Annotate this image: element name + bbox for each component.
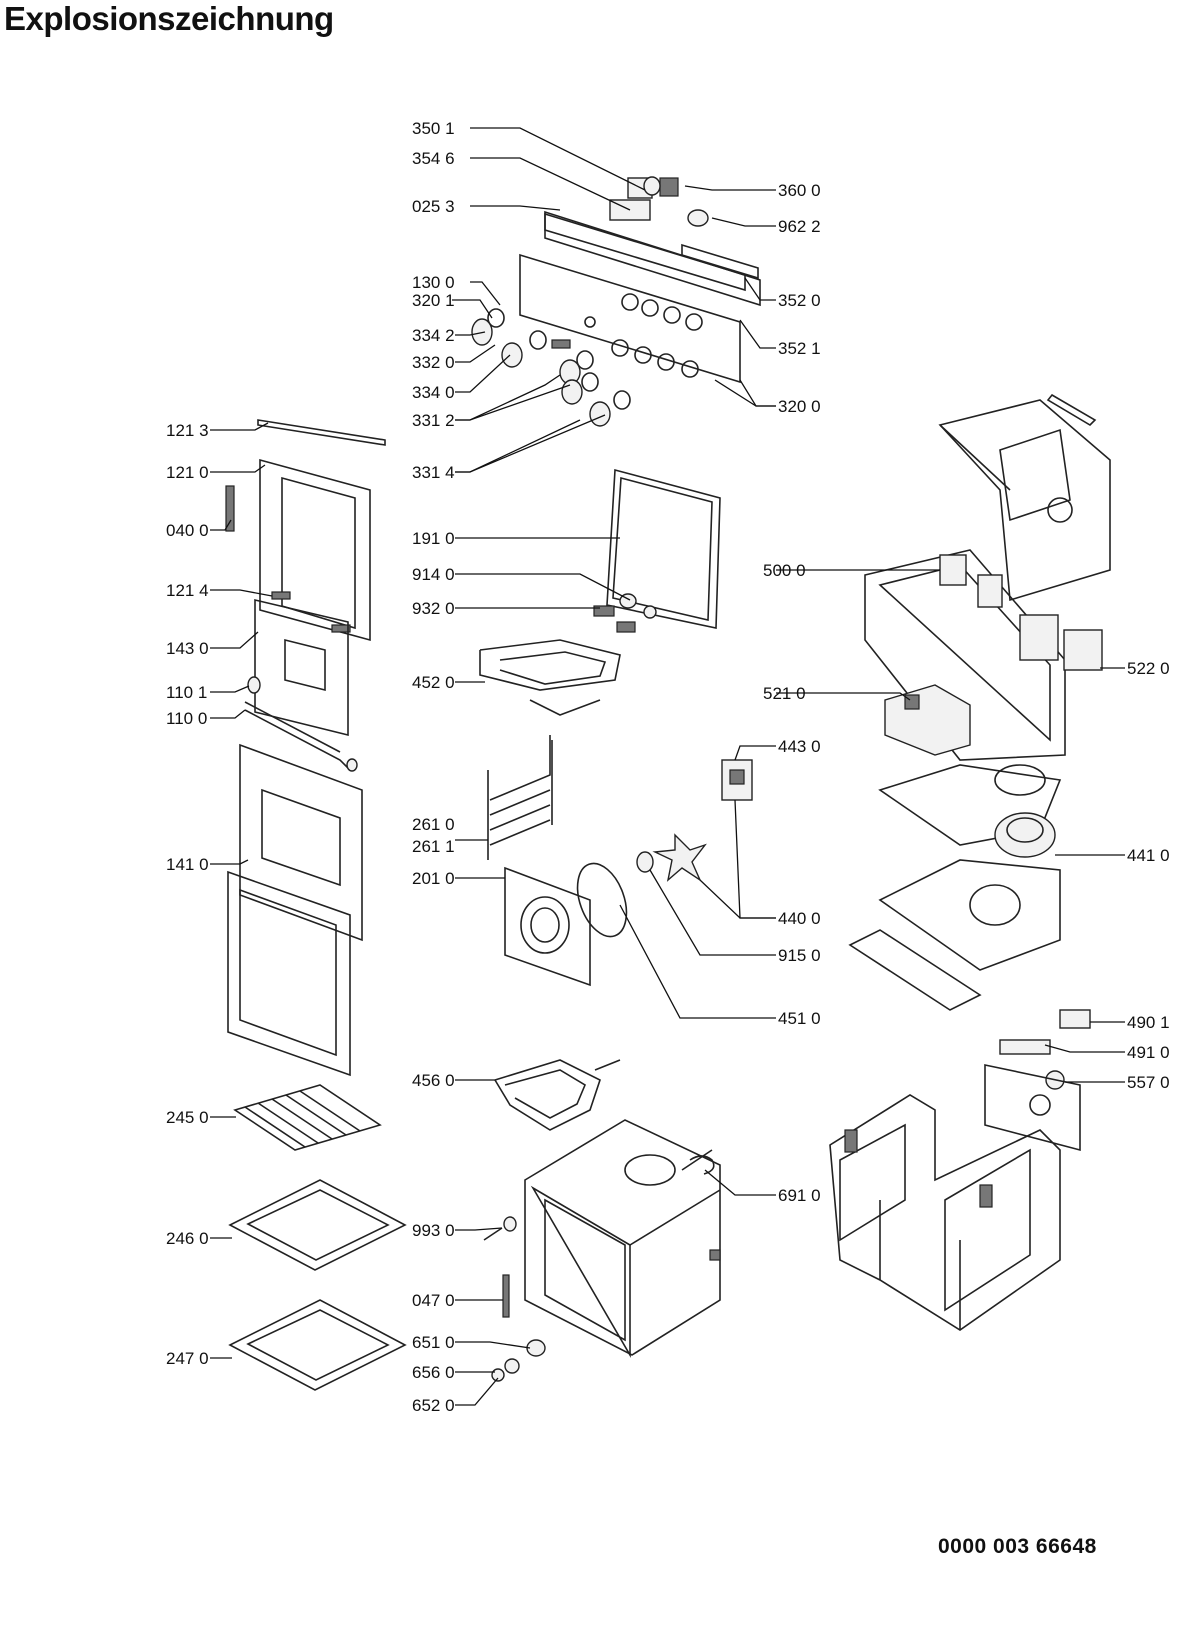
- outer-casing-part: [829, 1094, 1061, 1331]
- label-0400: 040 0: [166, 521, 209, 540]
- label-3521: 352 1: [778, 339, 821, 358]
- label-1100: 110 0: [166, 709, 207, 728]
- label-3200: 320 0: [778, 397, 821, 416]
- lamp-part: [593, 593, 657, 633]
- label-1213: 121 3: [166, 421, 209, 440]
- label-1214: 121 4: [166, 581, 209, 600]
- ring-heater-part: [576, 862, 628, 938]
- page-title: Explosionszeichnung: [4, 0, 334, 37]
- label-2610: 261 0: [412, 815, 455, 834]
- fan-blade-part: [636, 833, 707, 882]
- label-2010: 201 0: [412, 869, 455, 888]
- label-1210: 121 0: [166, 463, 209, 482]
- control-panel-part: [519, 210, 761, 384]
- label-3314: 331 4: [412, 463, 455, 482]
- label-9150: 915 0: [778, 946, 821, 965]
- label-1430: 143 0: [166, 639, 209, 658]
- knob-set-part: [471, 308, 631, 427]
- label-5220: 522 0: [1127, 659, 1170, 678]
- label-1410: 141 0: [166, 855, 209, 874]
- label-4910: 491 0: [1127, 1043, 1170, 1062]
- top-heater-part: [479, 639, 621, 716]
- part-labels: 350 1 354 6 025 3 360 0 962 2 130 0 320 …: [166, 119, 1170, 1415]
- fan-motor-part: [721, 759, 753, 801]
- label-5210: 521 0: [763, 684, 806, 703]
- door-handle-part: [244, 701, 358, 772]
- wire-shelf-part: [233, 1084, 382, 1151]
- label-3312: 331 2: [412, 411, 455, 430]
- hinge-part: [681, 1149, 715, 1175]
- fan-cover-part: [504, 866, 591, 987]
- label-2470: 247 0: [166, 1349, 209, 1368]
- label-3546: 354 6: [412, 149, 455, 168]
- label-4430: 443 0: [778, 737, 821, 756]
- small-fixings-part: [483, 1216, 546, 1382]
- door-frame-part: [225, 419, 386, 642]
- document-number: 0000 003 66648: [938, 1535, 1097, 1558]
- label-3501: 350 1: [412, 119, 455, 138]
- air-duct-part: [848, 764, 1062, 1011]
- door-gasket-part: [606, 468, 721, 629]
- cooling-fan-part: [994, 812, 1056, 858]
- label-4520: 452 0: [412, 673, 455, 692]
- top-cover-part: [938, 393, 1111, 602]
- label-0253: 025 3: [412, 197, 455, 216]
- shelf-runner-part: [487, 735, 553, 860]
- label-9320: 932 0: [412, 599, 455, 618]
- label-9140: 914 0: [412, 565, 455, 584]
- label-3201: 320 1: [412, 291, 455, 310]
- label-1300: 130 0: [412, 273, 455, 292]
- leader-lines: [210, 127, 1125, 1406]
- label-2450: 245 0: [166, 1108, 209, 1127]
- switch-block-part: [984, 1009, 1091, 1152]
- label-4560: 456 0: [412, 1071, 455, 1090]
- bottom-heater-part: [494, 1059, 621, 1131]
- label-2460: 246 0: [166, 1229, 209, 1248]
- label-6520: 652 0: [412, 1396, 455, 1415]
- label-6910: 691 0: [778, 1186, 821, 1205]
- label-3320: 332 0: [412, 353, 455, 372]
- oven-cavity-part: [524, 1119, 721, 1358]
- label-1910: 191 0: [412, 529, 455, 548]
- label-9930: 993 0: [412, 1221, 455, 1240]
- label-3342: 334 2: [412, 326, 455, 345]
- deep-tray-part: [228, 1299, 407, 1391]
- label-3600: 360 0: [778, 181, 821, 200]
- label-4510: 451 0: [778, 1009, 821, 1028]
- outer-door-part: [227, 743, 363, 1077]
- label-4901: 490 1: [1127, 1013, 1170, 1032]
- baking-tray-part: [228, 1179, 407, 1271]
- label-3520: 352 0: [778, 291, 821, 310]
- label-5570: 557 0: [1127, 1073, 1170, 1092]
- inner-glass-part: [247, 598, 349, 737]
- control-module-part: [864, 549, 1103, 761]
- label-4400: 440 0: [778, 909, 821, 928]
- label-2611: 261 1: [412, 837, 455, 856]
- label-0470: 047 0: [412, 1291, 455, 1310]
- label-6510: 651 0: [412, 1333, 455, 1352]
- label-4410: 441 0: [1127, 846, 1170, 865]
- label-6560: 656 0: [412, 1363, 455, 1382]
- switch-cluster-part: [609, 176, 709, 227]
- label-1101: 110 1: [166, 683, 207, 702]
- relay-board-part: [884, 684, 971, 756]
- label-3340: 334 0: [412, 383, 455, 402]
- label-5000: 500 0: [763, 561, 806, 580]
- label-9622: 962 2: [778, 217, 821, 236]
